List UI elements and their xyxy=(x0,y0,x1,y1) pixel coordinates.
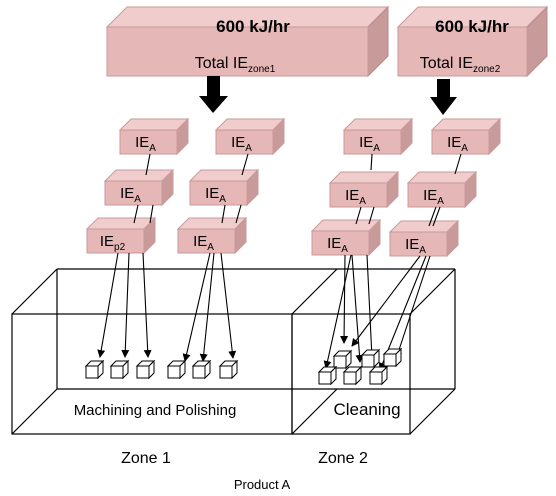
zone2-box xyxy=(291,268,456,435)
zone2-inner-label: Cleaning xyxy=(333,400,400,419)
ie-box: IEA xyxy=(388,219,460,258)
total-box-zone2: 600 kJ/hr Total IEzone2 xyxy=(396,5,549,78)
zone1-box xyxy=(11,268,338,435)
ie-box-label: IEA xyxy=(423,187,444,207)
ie-box: IEA xyxy=(310,218,382,257)
ie-box-label: IEA xyxy=(193,233,214,253)
ie-box: IEA xyxy=(188,168,260,207)
zone1-label: Zone 1 xyxy=(121,450,171,467)
zone2-label: Zone 2 xyxy=(318,450,368,467)
zone1-inner-label: Machining and Polishing xyxy=(74,402,237,419)
zone2-rate: 600 kJ/hr xyxy=(435,17,509,36)
ie-box: IEp2 xyxy=(85,216,157,255)
product-cube xyxy=(342,365,363,386)
ie-box: IEA xyxy=(214,117,286,156)
product-cubes xyxy=(84,347,403,386)
ie-box-label: IEA xyxy=(345,187,366,207)
ie-boxes: IEA IEA IEA IEA IEA IEA IEA IEA IEp2 IEA IEA IEA xyxy=(85,117,502,258)
ie-box-label: IEA xyxy=(135,134,156,154)
product-cube xyxy=(368,365,389,386)
big-arrow-zone2 xyxy=(430,79,457,115)
product-cube xyxy=(382,347,403,368)
product-cube xyxy=(166,359,187,380)
ie-box: IEA xyxy=(118,117,190,156)
ie-box-label: IEA xyxy=(359,134,380,154)
ie-box: IEA xyxy=(406,170,478,209)
product-cube xyxy=(317,365,338,386)
total-box-zone1: 600 kJ/hr Total IEzone1 xyxy=(105,5,390,78)
ie-box-label: IEA xyxy=(231,134,252,154)
product-label: Product A xyxy=(234,477,291,492)
product-cube xyxy=(135,359,156,380)
zone1-total-label: Total IEzone1 xyxy=(195,55,276,75)
ie-box-label: IEA xyxy=(120,185,141,205)
zone1-rate: 600 kJ/hr xyxy=(216,17,290,36)
ie-box-label: IEA xyxy=(447,134,468,154)
ie-box-label: IEA xyxy=(205,185,226,205)
ie-box: IEA xyxy=(176,216,248,255)
ie-box-label: IEA xyxy=(327,235,348,255)
product-cube xyxy=(360,348,381,369)
product-cube xyxy=(191,359,212,380)
product-cube xyxy=(218,359,239,380)
ie-box: IEA xyxy=(342,117,414,156)
ie-box: IEA xyxy=(103,168,175,207)
ie-box-label: IEp2 xyxy=(100,233,126,253)
product-cube xyxy=(109,359,130,380)
ie-box-label: IEA xyxy=(405,236,426,256)
ie-box: IEA xyxy=(430,117,502,156)
ie-box: IEA xyxy=(328,170,400,209)
product-cube xyxy=(84,359,105,380)
zone2-total-label: Total IEzone2 xyxy=(420,55,501,75)
product-cube xyxy=(332,349,353,370)
connectors xyxy=(97,153,462,371)
big-arrow-zone1 xyxy=(199,76,228,113)
